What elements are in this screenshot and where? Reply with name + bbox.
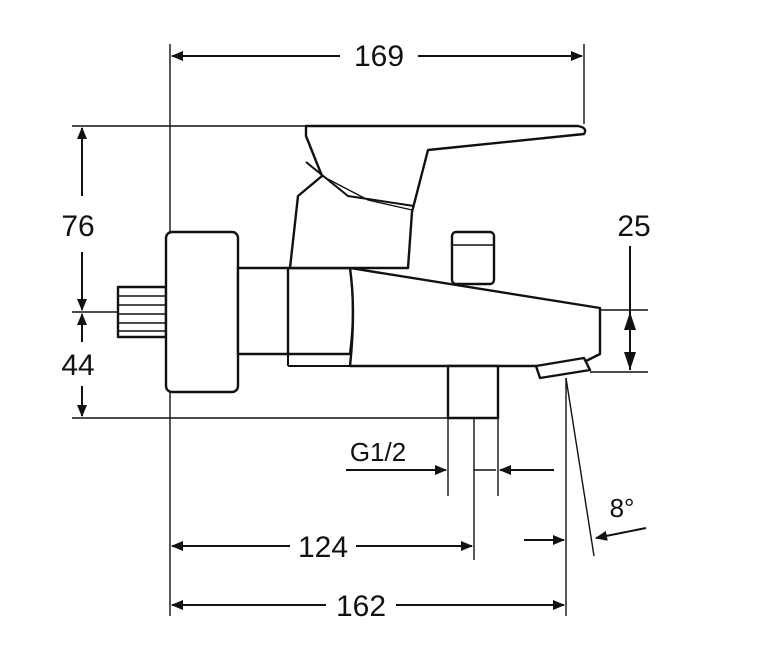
diverter-knob (450, 230, 496, 286)
label-spout-height: 25 (617, 210, 650, 243)
label-upper-height: 76 (61, 210, 94, 243)
label-spout-reach: 162 (336, 590, 386, 623)
label-thread: G1/2 (350, 437, 406, 467)
faucet-outline (116, 124, 602, 420)
label-overall-width: 169 (354, 40, 404, 73)
dimension-lines (72, 44, 648, 616)
connecting-neck (236, 266, 292, 356)
label-lower-height: 44 (61, 349, 94, 382)
dimension-labels: 169 76 44 25 G1/2 124 162 8° (61, 40, 650, 623)
lever-handle (288, 124, 587, 270)
label-outlet-distance: 124 (298, 531, 348, 564)
label-spout-angle: 8° (610, 493, 635, 523)
aerator (534, 356, 592, 380)
outlet-pipe (446, 364, 500, 420)
wall-flange (164, 230, 240, 394)
threaded-inlet (116, 285, 168, 339)
main-body (286, 266, 355, 356)
